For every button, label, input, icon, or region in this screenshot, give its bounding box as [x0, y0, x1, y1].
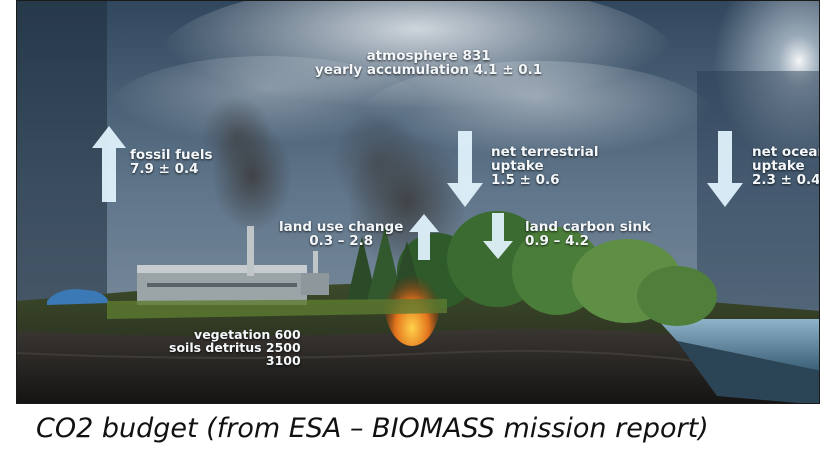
- net-terrestrial-value: 1.5 ± 0.6: [491, 172, 560, 189]
- land-use-change-label: land use change 0.3 – 2.8: [279, 219, 404, 250]
- forest-trees: [347, 211, 717, 326]
- fossil-fuels-title: fossil fuels: [130, 147, 213, 163]
- net-terrestrial-title: net terrestrial: [491, 144, 599, 160]
- land-carbon-sink-label: land carbon sink 0.9 – 4.2: [525, 219, 651, 250]
- net-terrestrial-down-arrow: [447, 131, 483, 207]
- fossil-fuels-label: fossil fuels 7.9 ± 0.4: [130, 147, 213, 178]
- illustration-frame: atmosphere 831 yearly accumulation 4.1 ±…: [16, 0, 820, 404]
- net-ocean-uptake-label: net ocean uptake 2.3 ± 0.4: [752, 144, 820, 189]
- vegetation-stock: vegetation 600: [194, 327, 301, 342]
- net-ocean-title: net ocean: [752, 144, 820, 160]
- land-sink-down-arrow: [483, 213, 513, 259]
- figure-caption: CO2 budget (from ESA – BIOMASS mission r…: [36, 413, 709, 444]
- land-use-up-arrow: [409, 214, 439, 260]
- fossil-fuels-up-arrow: [92, 126, 126, 202]
- land-use-title: land use change: [279, 219, 404, 235]
- land-sink-value: 0.9 – 4.2: [525, 233, 589, 250]
- net-terrestrial-subtitle: uptake: [491, 158, 544, 175]
- yearly-accumulation: yearly accumulation 4.1 ± 0.1: [315, 62, 543, 79]
- land-sink-title: land carbon sink: [525, 219, 651, 235]
- net-terrestrial-uptake-label: net terrestrial uptake 1.5 ± 0.6: [491, 145, 599, 188]
- land-stocks-label: vegetation 600 soils detritus 2500 3100: [169, 327, 301, 369]
- fossil-fuels-value: 7.9 ± 0.4: [130, 161, 199, 178]
- net-ocean-subtitle: uptake: [752, 158, 805, 175]
- atmosphere-stock: atmosphere 831: [366, 48, 491, 64]
- soils-detritus-stock: soils detritus 2500: [169, 340, 301, 356]
- carbon-cycle-scene: [17, 1, 819, 403]
- net-ocean-value: 2.3 ± 0.4: [752, 172, 820, 189]
- net-ocean-down-arrow: [707, 131, 743, 207]
- land-use-value: 0.3 – 2.8: [309, 233, 374, 250]
- atmosphere-label: atmosphere 831 yearly accumulation 4.1 ±…: [315, 48, 543, 79]
- total-land-stock: 3100: [265, 353, 301, 369]
